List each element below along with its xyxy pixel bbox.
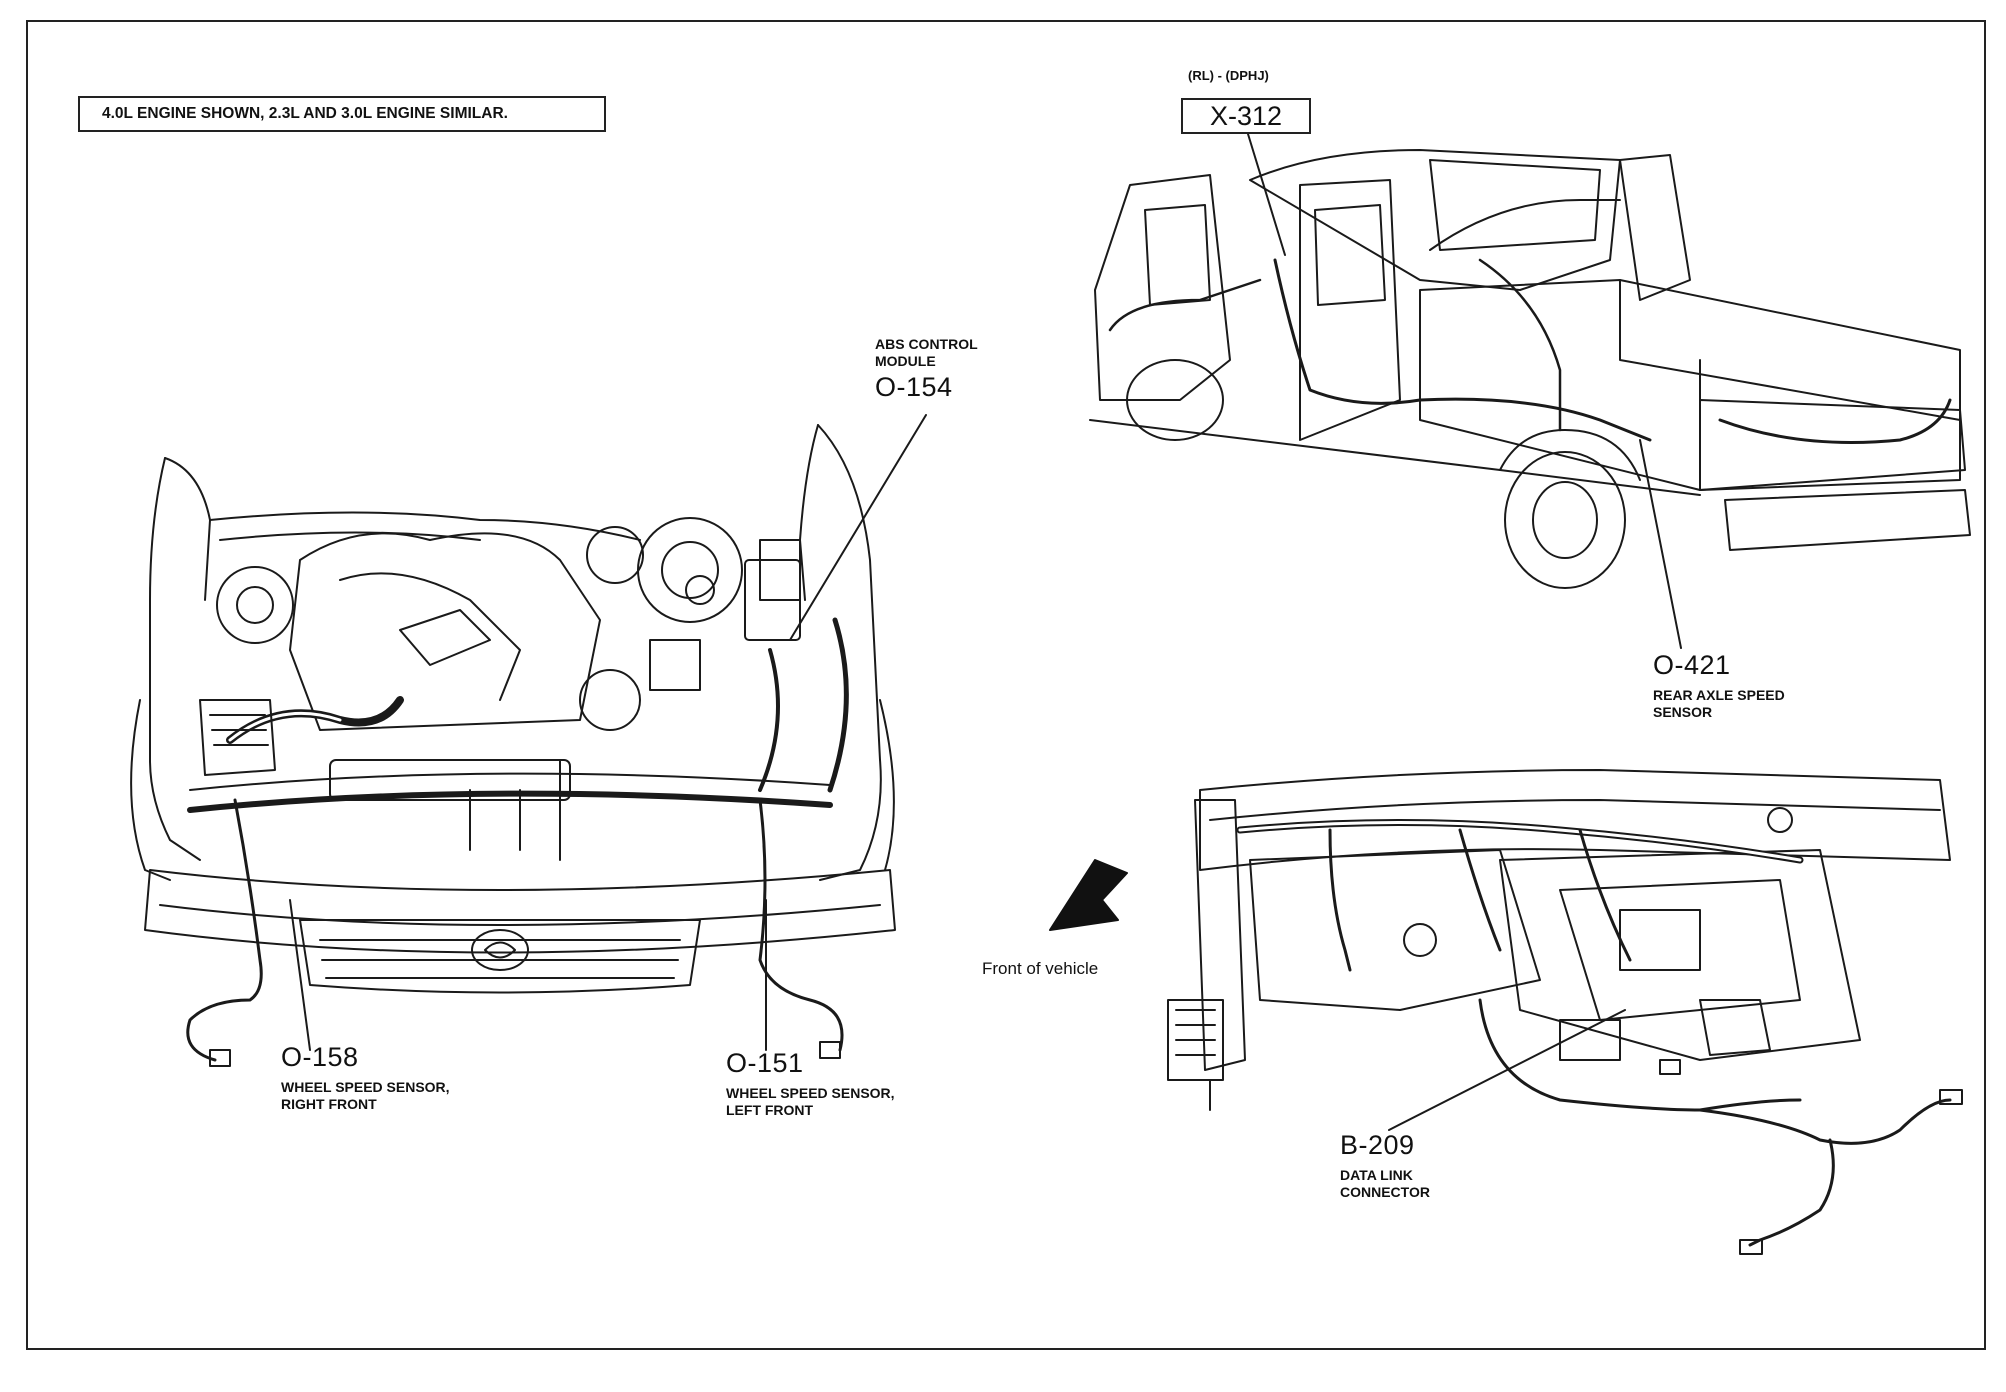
x312-leader <box>1247 133 1286 256</box>
wheel-rf-label: WHEEL SPEED SENSOR, RIGHT FRONT <box>281 1079 450 1112</box>
abs-module-label: ABS CONTROL MODULE <box>875 336 978 369</box>
engine-bay-illustration <box>130 424 896 1067</box>
front-of-vehicle-label: Front of vehicle <box>982 959 1099 978</box>
wheel-lf-code: O-151 <box>726 1048 804 1078</box>
truck-illustration <box>1089 149 1971 589</box>
dlc-code: B-209 <box>1340 1130 1415 1160</box>
wheel-rf-leader <box>289 899 311 1051</box>
direction-arrow-icon <box>1049 859 1128 931</box>
dlc-label: DATA LINK CONNECTOR <box>1340 1167 1430 1200</box>
wheel-lf-label: WHEEL SPEED SENSOR, LEFT FRONT <box>726 1085 895 1118</box>
rear-axle-code: O-421 <box>1653 650 1731 680</box>
x312-code: X-312 <box>1181 98 1311 134</box>
diagram-frame <box>26 20 1986 1350</box>
rear-axle-leader <box>1639 439 1682 649</box>
engine-note: 4.0L ENGINE SHOWN, 2.3L AND 3.0L ENGINE … <box>78 96 606 132</box>
dlc-leader <box>1388 1009 1626 1131</box>
rear-axle-label: REAR AXLE SPEED SENSOR <box>1653 687 1785 720</box>
x312-tag: (RL) - (DPHJ) <box>1188 68 1269 83</box>
abs-module-code: O-154 <box>875 372 953 402</box>
wheel-rf-code: O-158 <box>281 1042 359 1072</box>
dash-illustration <box>1167 769 1963 1255</box>
abs-module-leader <box>789 414 927 641</box>
